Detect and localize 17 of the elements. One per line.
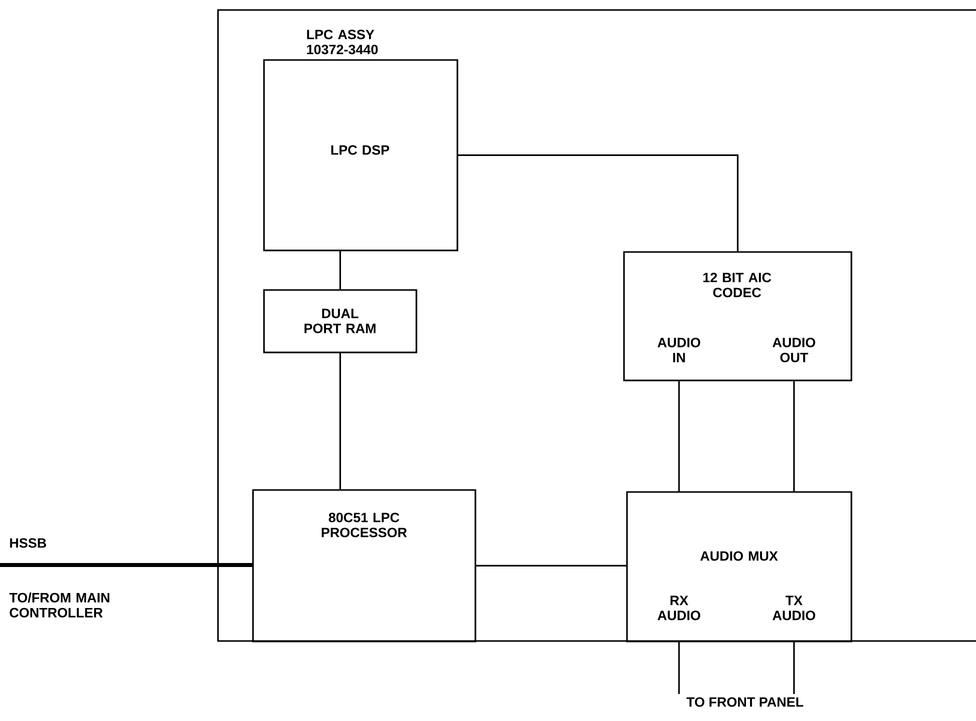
connector-line xyxy=(793,641,795,694)
connector-line xyxy=(339,250,341,290)
block-box: 80C51 LPC PROCESSOR xyxy=(252,489,476,642)
block-box: AUDIO MUX RX AUDIO TX AUDIO xyxy=(626,491,852,642)
connector-line xyxy=(678,380,680,492)
connector-line xyxy=(339,352,341,490)
block-box: DUAL PORT RAM xyxy=(263,289,418,354)
text-label: TO FRONT PANEL xyxy=(686,697,804,707)
note-text: TO/FROM MAIN CONTROLLER xyxy=(9,592,110,618)
connector-line xyxy=(678,641,680,694)
bus-line xyxy=(0,563,253,567)
connector-line xyxy=(457,154,738,252)
connector-line xyxy=(475,564,627,566)
edge-label: HSSB xyxy=(8,537,48,549)
block-box: 12 BIT AIC CODEC AUDIO IN AUDIO OUT xyxy=(623,251,852,382)
connector-line xyxy=(793,380,795,492)
block-box: LPC DSP xyxy=(263,59,458,252)
